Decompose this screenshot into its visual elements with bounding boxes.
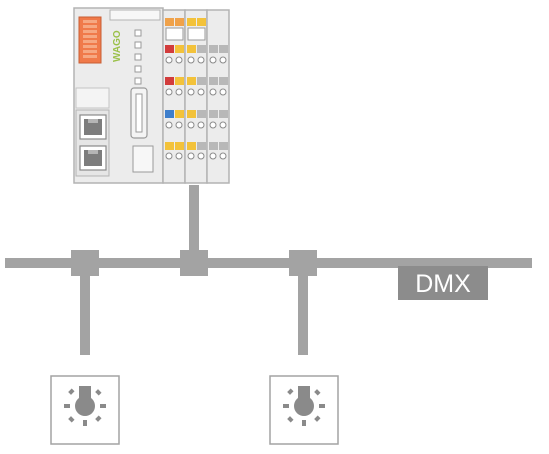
io-module-2: [184, 9, 208, 184]
bus-junction-1: [71, 250, 99, 276]
wago-controller: WAGO: [73, 7, 230, 184]
status-leds: [134, 29, 142, 85]
dmx-fixture-2: [269, 375, 339, 445]
dmx-label: DMX: [415, 270, 471, 298]
controller-top-slot: [109, 9, 161, 21]
wago-logo: WAGO: [112, 30, 123, 62]
bus-trunk-line: [5, 258, 532, 268]
bus-junction-2: [180, 250, 208, 276]
ethernet-port-1: [79, 114, 107, 140]
io-module-3: [206, 9, 230, 184]
memory-card-slot-inner: [135, 93, 143, 133]
terminal-holes: [165, 56, 227, 160]
io-module-1: [162, 9, 186, 184]
reset-button: [132, 145, 154, 173]
light-bulb-icon: [64, 386, 106, 426]
dmx-bus: [5, 185, 532, 355]
bus-junction-3: [289, 250, 317, 276]
dmx-fixture-1: [50, 375, 120, 445]
wago-brand-text: WAGO: [112, 30, 123, 62]
fixture-drop-line-1: [80, 263, 90, 355]
light-bulb-icon: [283, 386, 325, 426]
fixture-drop-line-2: [298, 263, 308, 355]
controller-drop-line: [189, 185, 199, 263]
dip-switch-levers: [83, 20, 97, 58]
ethernet-port-2: [79, 145, 107, 171]
controller-front-plate: [75, 87, 110, 109]
dmx-label-badge: DMX: [398, 266, 488, 300]
dmx-label-background: [398, 266, 488, 300]
